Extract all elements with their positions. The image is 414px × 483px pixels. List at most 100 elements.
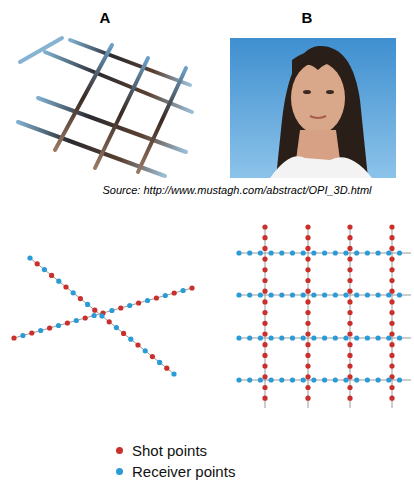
receiver-point (109, 308, 114, 313)
receiver-point (258, 377, 263, 382)
shot-point (154, 295, 159, 300)
shot-point (262, 257, 267, 262)
receiver-point (365, 377, 370, 382)
receiver-point (301, 250, 306, 255)
receiver-point (236, 250, 241, 255)
shot-point (389, 353, 394, 358)
receiver-point (27, 255, 32, 260)
receiver-point (236, 377, 241, 382)
shot-point (389, 235, 394, 240)
shot-point (389, 267, 394, 272)
shot-point (347, 299, 352, 304)
shot-point (262, 299, 267, 304)
shot-point (347, 224, 352, 229)
receiver-point (236, 335, 241, 340)
shot-point (49, 273, 54, 278)
receiver-point (397, 335, 402, 340)
receiver-point (290, 250, 295, 255)
receiver-point (397, 250, 402, 255)
source-note: Source: http://www.mustagh.com/abstract/… (103, 184, 372, 196)
shot-point (262, 342, 267, 347)
receiver-point (386, 335, 391, 340)
receiver-point (322, 250, 327, 255)
receiver-point (290, 377, 295, 382)
shot-point (347, 353, 352, 358)
shot-point (389, 278, 394, 283)
shot-point (262, 278, 267, 283)
receiver-point (322, 335, 327, 340)
legend-text: Receiver points (132, 463, 235, 480)
receiver-point (56, 279, 61, 284)
panel-letter: B (302, 9, 313, 26)
legend-swatch (116, 468, 123, 475)
receiver-point (128, 337, 133, 342)
shot-point (262, 321, 267, 326)
hairpin (138, 68, 186, 172)
shot-point (347, 385, 352, 390)
shot-point (347, 396, 352, 401)
shot-point (164, 366, 169, 371)
receiver-point (163, 293, 168, 298)
receiver-point (290, 292, 295, 297)
hairpin (18, 122, 165, 176)
shot-point (347, 267, 352, 272)
hair (276, 46, 368, 178)
receiver-point (143, 348, 148, 353)
receiver-point (365, 250, 370, 255)
receiver-point (85, 302, 90, 307)
receiver-point (365, 292, 370, 297)
receiver-point (376, 292, 381, 297)
legend-swatch (116, 447, 123, 454)
receiver-point (333, 292, 338, 297)
shot-point (389, 396, 394, 401)
shot-point (83, 315, 88, 320)
face (291, 62, 345, 134)
shot-point (47, 325, 52, 330)
shot-point (65, 320, 70, 325)
shot-point (389, 364, 394, 369)
receiver-point (74, 318, 79, 323)
shot-point (305, 331, 310, 336)
shot-point (389, 299, 394, 304)
receiver-point (290, 335, 295, 340)
shot-point (121, 331, 126, 336)
shot-point (389, 321, 394, 326)
shot-point (262, 267, 267, 272)
receiver-point (269, 292, 274, 297)
shot-point (305, 289, 310, 294)
receiver-point (301, 292, 306, 297)
receiver-point (247, 250, 252, 255)
shot-point (305, 342, 310, 347)
receiver-point (38, 328, 43, 333)
receiver-point (258, 292, 263, 297)
eye (326, 90, 334, 94)
shot-point (150, 354, 155, 359)
receiver-point (145, 298, 150, 303)
shot-point (305, 257, 310, 262)
receiver-point (92, 313, 97, 318)
portrait-photo (230, 38, 396, 178)
shot-point (347, 246, 352, 251)
shot-point (347, 310, 352, 315)
receiver-point (171, 371, 176, 376)
receiver-point (127, 303, 132, 308)
shot-point (389, 257, 394, 262)
shot-point (262, 364, 267, 369)
hairpin (70, 40, 190, 85)
shot-point (347, 321, 352, 326)
shot-point (189, 285, 194, 290)
receiver-point (354, 250, 359, 255)
shot-point (107, 319, 112, 324)
receiver-point (269, 250, 274, 255)
receiver-point (236, 292, 241, 297)
shot-point (262, 235, 267, 240)
shot-point (135, 342, 140, 347)
receiver-point (311, 250, 316, 255)
receiver-point (376, 335, 381, 340)
mouth (310, 116, 326, 118)
shot-point (63, 284, 68, 289)
receiver-point (42, 267, 47, 272)
shot-point (305, 321, 310, 326)
receiver-point (311, 335, 316, 340)
receiver-point (376, 377, 381, 382)
